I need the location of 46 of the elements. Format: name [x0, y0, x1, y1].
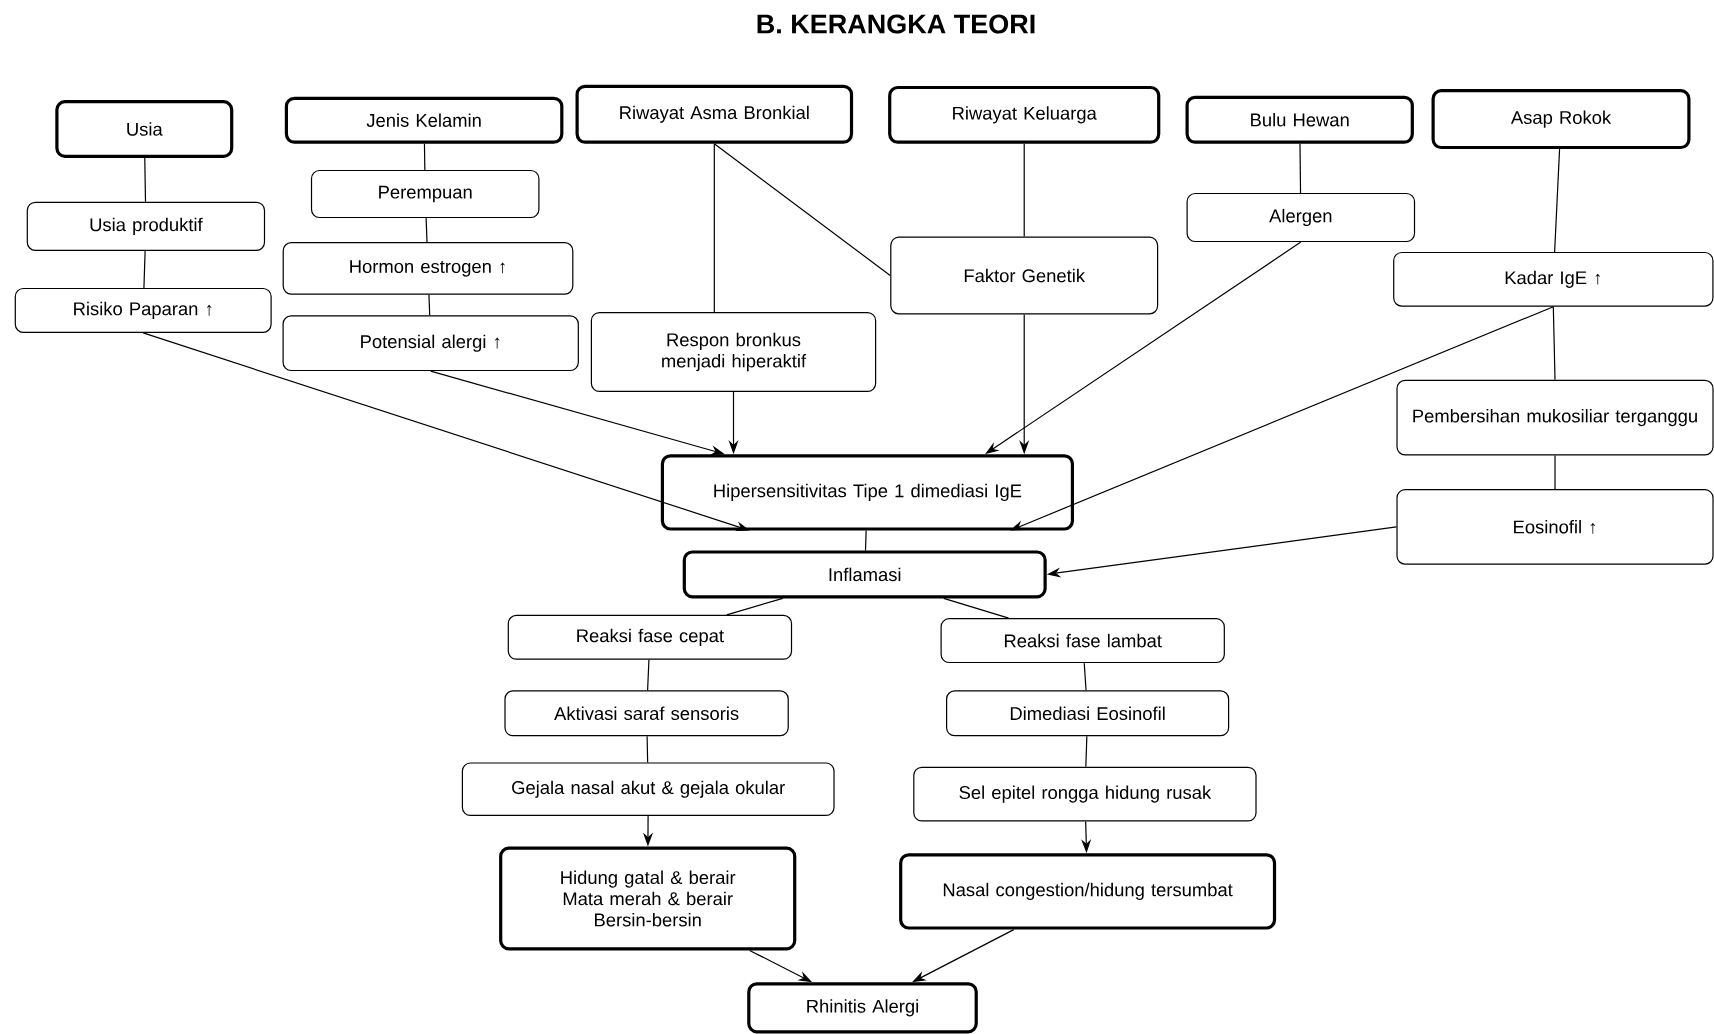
process-box: Perempuan — [310, 169, 540, 219]
process-box: Riwayat Keluarga — [888, 85, 1161, 144]
process-box: Reaksi fase lambat — [940, 618, 1225, 664]
process-box: Potensial alergi ↑ — [282, 315, 579, 372]
process-box: Respon bronkus menjadi hiperaktif — [590, 312, 877, 392]
process-box: Jenis Kelamin — [284, 96, 564, 144]
process-box: Bulu Hewan — [1185, 95, 1414, 144]
connector-line — [428, 294, 431, 316]
process-box: Kadar IgE ↑ — [1393, 251, 1714, 307]
process-box: Sel epitel rongga hidung rusak — [913, 766, 1257, 822]
connector-line — [1083, 662, 1087, 691]
process-box: Reaksi fase cepat — [507, 614, 793, 660]
process-box: Inflamasi — [682, 550, 1047, 599]
connector-line — [1554, 454, 1556, 490]
process-box: Riwayat Asma Bronkial — [575, 84, 854, 144]
process-box: Asap Rokok — [1431, 89, 1691, 150]
connector-line — [423, 143, 426, 171]
process-box: Faktor Genetik — [890, 236, 1159, 315]
connector-line — [713, 143, 715, 313]
process-box: Dimediasi Eosinofil — [946, 690, 1230, 737]
connector-line — [425, 217, 428, 243]
connector-line — [1552, 306, 1556, 381]
process-box: Gejala nasal akut & gejala okular — [461, 762, 835, 816]
process-box: Eosinofil ↑ — [1396, 489, 1714, 565]
connector-line — [1554, 148, 1561, 253]
process-box: Alergen — [1186, 192, 1416, 243]
process-box: Aktivasi saraf sensoris — [504, 690, 789, 737]
connector-line — [143, 250, 146, 289]
connector-line — [647, 659, 650, 691]
process-box: Usia — [55, 100, 234, 158]
process-box: Risiko Paparan ↑ — [14, 287, 272, 333]
connector-line — [1023, 143, 1025, 238]
connector-line — [864, 530, 867, 551]
process-box: Hidung gatal & berair Mata merah & berair Bersin-bersin — [499, 846, 797, 951]
connector-line — [713, 143, 891, 277]
process-box: Hipersensitivitas Tipe 1 dimediasi IgE — [660, 454, 1074, 531]
title: B. KERANGKA TEORI — [757, 14, 1035, 34]
process-box: Pembersihan mukosiliar terganggu — [1396, 379, 1714, 456]
process-box: Hormon estrogen ↑ — [282, 242, 574, 295]
process-box: Rhinitis Alergi — [747, 982, 978, 1034]
connector-line — [646, 735, 649, 763]
process-box: Usia produktif — [26, 201, 266, 251]
connector-line — [1299, 143, 1302, 194]
connector-line — [1085, 735, 1088, 768]
process-box: Nasal congestion/hidung tersumbat — [899, 853, 1277, 930]
connector-line — [144, 157, 147, 203]
